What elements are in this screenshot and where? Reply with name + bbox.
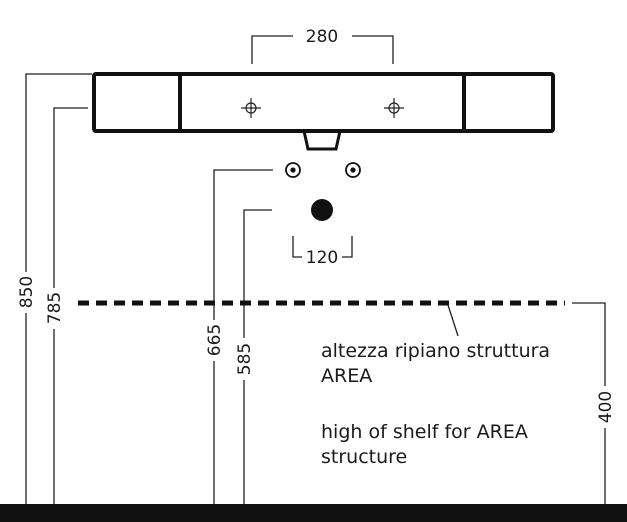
waste-outlet-icon	[311, 199, 333, 221]
water-inlet-left-icon	[285, 162, 301, 178]
hole-spacing-dimension	[292, 236, 353, 258]
drain-height-label: 585	[235, 343, 255, 375]
note-italian-line2: AREA	[321, 365, 373, 387]
note-italian-line1: altezza ripiano struttura	[321, 340, 551, 362]
note-leader-line	[447, 304, 459, 337]
hole-spacing-label: 120	[306, 248, 338, 268]
tap-hole-right-icon	[384, 98, 404, 118]
floor-line	[0, 504, 627, 522]
total-height-label: 850	[17, 276, 37, 308]
shelf-height-dimension	[572, 302, 606, 504]
note-english-line2: structure	[321, 446, 408, 468]
drain-height-dimension	[243, 209, 272, 504]
tap-height-dimension	[213, 169, 273, 504]
note-italian: altezza ripiano struttura AREA	[321, 339, 550, 389]
water-inlet-right-icon	[345, 162, 361, 178]
tap-height-label: 665	[205, 324, 225, 356]
top-width-label: 280	[306, 27, 338, 47]
note-english-line1: high of shelf for AREA	[321, 421, 528, 443]
note-english: high of shelf for AREA structure	[321, 420, 528, 470]
total-height-dimension	[25, 73, 92, 504]
basin-height-dimension	[53, 107, 88, 504]
top-width-dimension	[251, 35, 394, 64]
tap-hole-left-icon	[241, 98, 261, 118]
basin-body	[92, 72, 555, 133]
drain-spout	[302, 129, 342, 151]
shelf-height-label: 400	[596, 391, 616, 423]
basin-height-label: 785	[45, 292, 65, 324]
